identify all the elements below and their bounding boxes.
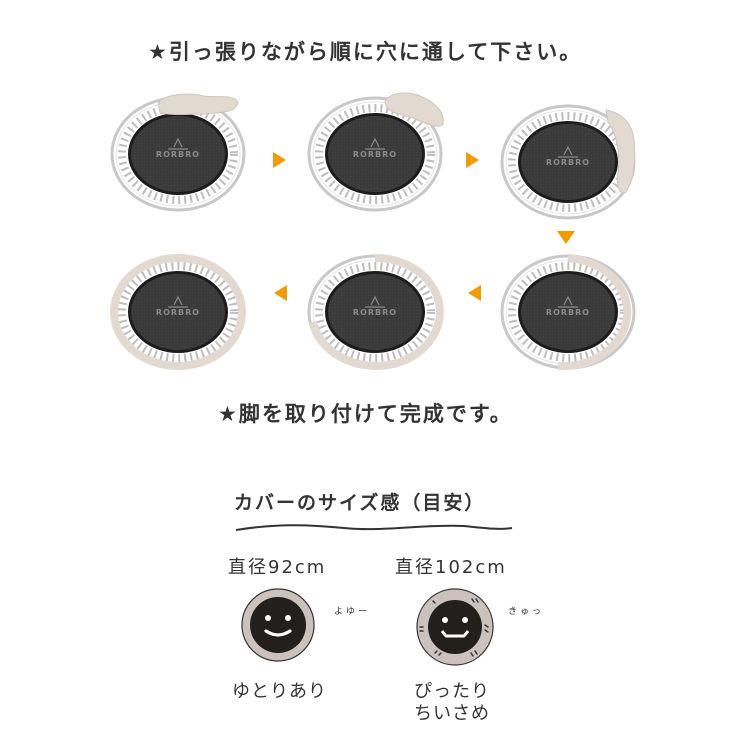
smile-face-icon xyxy=(241,588,315,662)
tight-face-icon xyxy=(416,588,494,666)
caption-snug-line1: ぴったり xyxy=(414,681,490,702)
step-1-image xyxy=(108,92,248,212)
arrow-right-icon xyxy=(466,152,479,168)
step-6-image xyxy=(108,250,248,370)
finish-heading: ★脚を取り付けて完成です。 xyxy=(218,402,513,426)
diameter-92-label: 直径92cm xyxy=(228,557,327,578)
sound-effect-yoyu: よゆー xyxy=(334,607,371,617)
steps-heading: ★引っ張りながら順に穴に通して下さい。 xyxy=(148,40,583,64)
arrow-left-icon xyxy=(274,285,287,301)
sound-effect-kyu: きゅっ xyxy=(508,607,545,617)
step-3-image xyxy=(498,100,638,220)
caption-roomy: ゆとりあり xyxy=(232,681,327,702)
step-4-image xyxy=(498,250,638,370)
step-2-image xyxy=(305,92,445,212)
size-guide-title: カバーのサイズ感（目安） xyxy=(234,492,486,514)
diameter-102-label: 直径102cm xyxy=(395,557,507,578)
arrow-left-icon xyxy=(468,285,481,301)
step-5-image xyxy=(305,250,445,370)
caption-snug-line2: ちいさめ xyxy=(414,703,490,724)
arrow-down-icon xyxy=(557,231,575,244)
wavy-underline xyxy=(235,524,513,531)
arrow-right-icon xyxy=(273,152,286,168)
